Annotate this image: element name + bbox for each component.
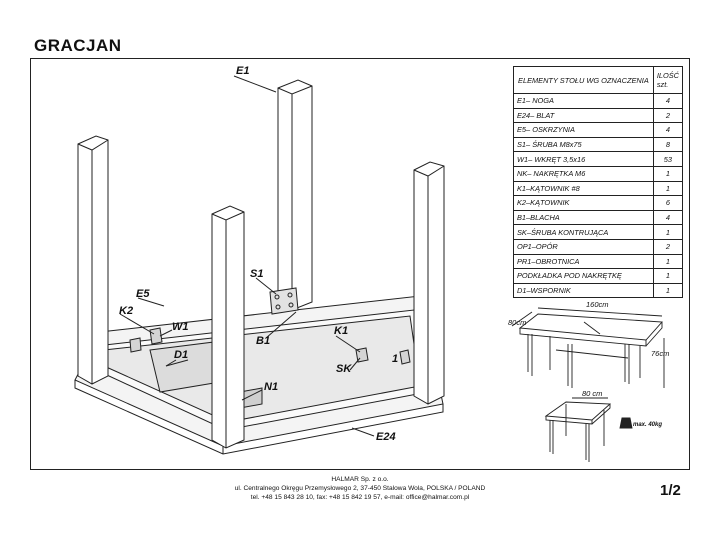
- parts-table: ELEMENTY STOŁU WG OZNACZENIA ILOŚĆ szt. …: [513, 66, 684, 299]
- part-name: D1–WSPORNIK: [513, 282, 654, 299]
- part-qty: 4: [652, 93, 684, 109]
- part-name: NK– NAKRĘTKA M6: [513, 165, 654, 182]
- part-qty: 1: [652, 282, 684, 299]
- part-name: E5– OSKRZYNIA: [513, 122, 654, 138]
- label-e24: E24: [376, 431, 396, 443]
- header-part-name: ELEMENTY STOŁU WG OZNACZENIA: [513, 66, 654, 94]
- part-qty: 1: [652, 165, 684, 182]
- part-name: PR1–OBROTNICA: [513, 253, 654, 270]
- label-k1: K1: [334, 325, 348, 337]
- label-s1: S1: [250, 268, 263, 280]
- label-d1: D1: [174, 349, 188, 361]
- part-name: PODKŁADKA POD NAKRĘTKĘ: [513, 268, 654, 284]
- dim-folded-depth: 80 cm: [582, 389, 602, 398]
- header-quantity: ILOŚĆ szt.: [652, 66, 684, 94]
- page-title: GRACJAN: [34, 36, 122, 55]
- part-name: K1–KĄTOWNIK #8: [513, 180, 654, 197]
- part-name: E24– BLAT: [513, 107, 654, 124]
- label-sk: SK: [336, 363, 352, 375]
- label-e5: E5: [136, 288, 150, 300]
- label-e1: E1: [236, 65, 249, 77]
- part-qty: 1: [652, 268, 684, 284]
- part-qty: 1: [652, 224, 684, 240]
- footer-address: ul. Centralnego Okręgu Przemysłowego 2, …: [234, 485, 486, 492]
- part-name: S1– ŚRUBA M8x75: [513, 136, 654, 153]
- part-qty: 2: [652, 107, 684, 124]
- part-name: W1– WKRĘT 3,5x16: [513, 151, 654, 167]
- part-qty: 53: [652, 151, 684, 167]
- label-w1: W1: [172, 321, 189, 333]
- label-n1: N1: [264, 381, 278, 393]
- part-name: SK–ŚRUBA KONTRUJĄCA: [513, 224, 654, 240]
- part-name: K2–KĄTOWNIK: [513, 195, 654, 211]
- dim-max-load: max. 40kg: [633, 422, 662, 428]
- label-one: 1: [392, 353, 398, 365]
- part-name: OP1–OPÓR: [513, 238, 654, 255]
- part-qty: 4: [652, 122, 684, 138]
- part-qty: 8: [652, 136, 684, 153]
- part-qty: 4: [652, 209, 684, 226]
- label-k2: K2: [119, 305, 133, 317]
- label-b1: B1: [256, 335, 270, 347]
- part-qty: 1: [652, 253, 684, 270]
- dim-depth: 80cm: [508, 318, 526, 327]
- header-qty-line2: szt.: [656, 80, 669, 89]
- footer-contact: tel. +48 15 843 28 10, fax: +48 15 842 1…: [250, 494, 470, 501]
- part-name: B1–BLACHA: [513, 209, 654, 226]
- header-qty-line1: ILOŚĆ: [656, 71, 679, 80]
- parts-table-header: ELEMENTY STOŁU WG OZNACZENIA ILOŚĆ szt.: [513, 66, 684, 94]
- footer-company: HALMAR Sp. z o.o.: [331, 476, 389, 483]
- part-qty: 1: [652, 180, 684, 197]
- dim-height: 76cm: [651, 349, 669, 358]
- part-qty: 6: [652, 195, 684, 211]
- drawing-frame: [30, 58, 690, 470]
- table-dimension-drawing: [511, 307, 665, 462]
- dim-length: 160cm: [586, 300, 609, 309]
- part-qty: 2: [652, 238, 684, 255]
- page-number: 1/2: [660, 482, 681, 499]
- part-name: E1– NOGA: [513, 93, 654, 109]
